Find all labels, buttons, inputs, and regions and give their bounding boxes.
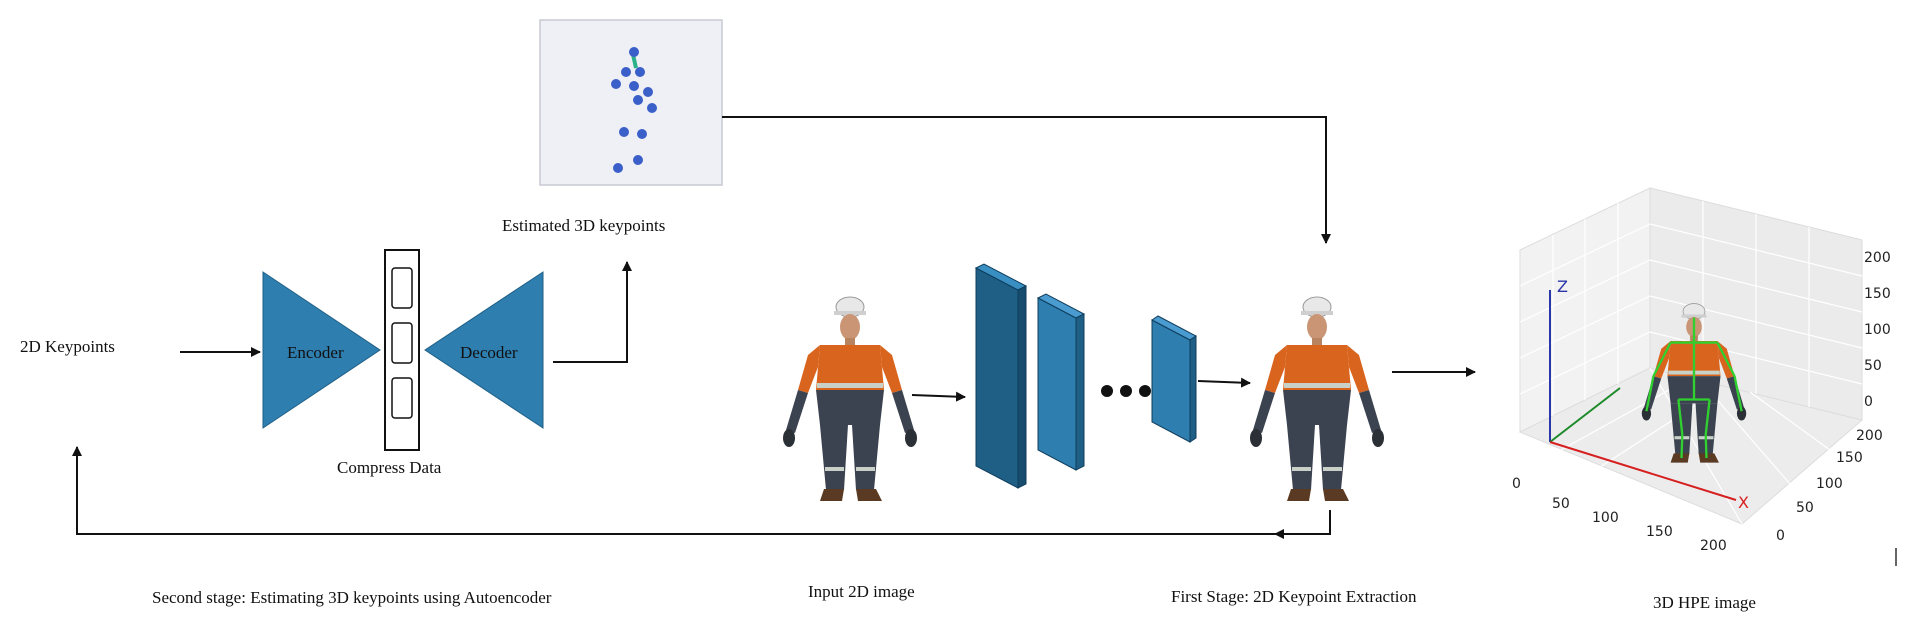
y-axis-line [1549,387,1621,443]
cnn-layer-1 [974,263,1028,489]
x-tick-200: 200 [1700,538,1727,554]
stage1-worker-image [1249,296,1385,502]
y-tick-0: 0 [1776,528,1785,544]
hpe-image-label: 3D HPE image [1653,593,1756,612]
y-tick-150: 150 [1836,450,1863,466]
cnn-layer-3 [1151,315,1197,443]
z-tick-0: 0 [1864,394,1873,410]
cnn-layer-2 [1036,293,1086,471]
arrow-input-to-cnn [911,391,966,402]
z-axis-letter: Z [1557,277,1568,296]
arrow-decoder-to-keypoints [553,261,632,363]
x-tick-0: 0 [1512,476,1521,492]
first-stage-label: First Stage: 2D Keypoint Extraction [1171,587,1417,606]
x-tick-150: 150 [1646,524,1673,540]
encoder-label: Encoder [287,343,344,362]
decoder-block [424,271,544,429]
estimated-keypoints-image [539,19,723,186]
x-tick-100: 100 [1592,510,1619,526]
ellipsis-dot-1 [1101,385,1113,397]
input-image-label: Input 2D image [808,582,915,601]
arrow-keypoints-to-stage1 [722,116,1331,244]
second-stage-label: Second stage: Estimating 3D keypoints us… [152,588,552,607]
arrow-stage1-down [1274,510,1331,539]
y-tick-200: 200 [1856,428,1883,444]
ellipsis-dot-3 [1139,385,1151,397]
estimated-3d-label: Estimated 3D keypoints [502,216,666,235]
x-axis-letter: X [1738,493,1749,512]
latent-unit-3 [391,377,413,419]
compress-data-label: Compress Data [337,458,442,477]
encoder-block [262,271,381,429]
z-tick-150: 150 [1864,286,1891,302]
z-tick-50: 50 [1864,358,1882,374]
input-worker-image [782,296,918,502]
ellipsis-dot-2 [1120,385,1132,397]
decoder-label: Decoder [460,343,518,362]
keypoints-2d-label: 2D Keypoints [20,337,115,356]
y-tick-50: 50 [1796,500,1814,516]
z-tick-200: 200 [1864,250,1891,266]
arrow-cnn-to-stage1 [1197,377,1251,388]
x-axis-line [1549,441,1737,501]
z-tick-100: 100 [1864,322,1891,338]
hpe-3d-plot: Z X 200 150 100 50 0 200 150 100 50 0 0 … [1512,187,1891,554]
latent-unit-2 [391,322,413,364]
y-tick-100: 100 [1816,476,1843,492]
arrow-feedback-loop [72,446,1275,535]
x-tick-50: 50 [1552,496,1570,512]
latent-unit-1 [391,267,413,309]
